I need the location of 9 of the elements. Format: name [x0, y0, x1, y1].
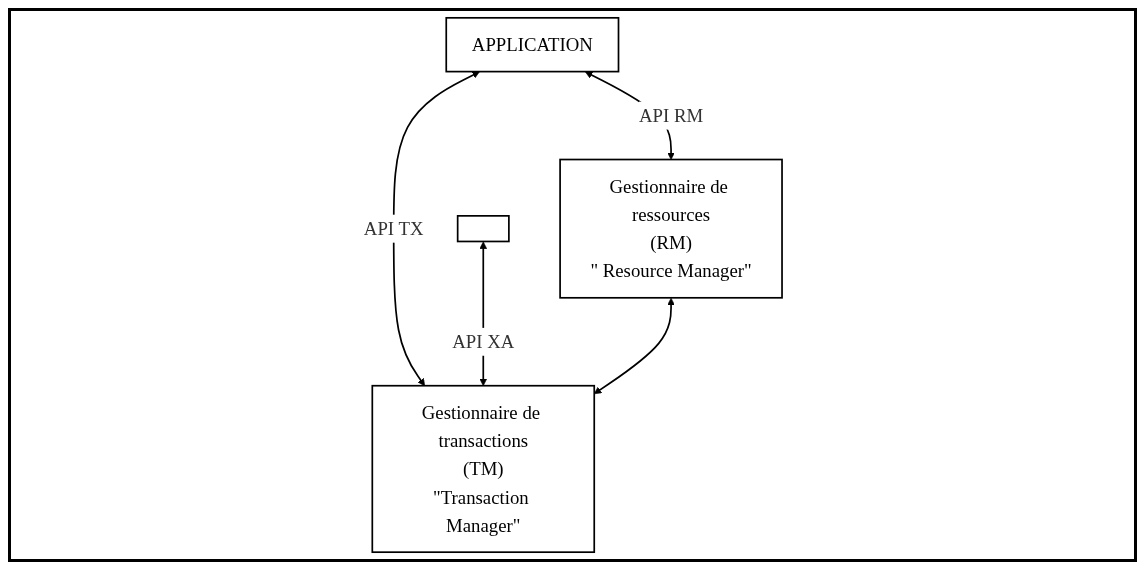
arrow: [593, 297, 675, 395]
arrow: [392, 71, 480, 387]
node-box: Gestionnaire de ressources (RM) " Resource Manager": [558, 158, 783, 299]
node-box: APPLICATION: [444, 16, 619, 73]
edge-label: API RM: [638, 104, 703, 127]
node-box: [456, 215, 510, 243]
edge-label: API XA: [451, 331, 514, 353]
node-box: Gestionnaire de transactions (TM) "Transaction Manager": [371, 384, 595, 554]
edge-label: API TX: [363, 217, 424, 240]
